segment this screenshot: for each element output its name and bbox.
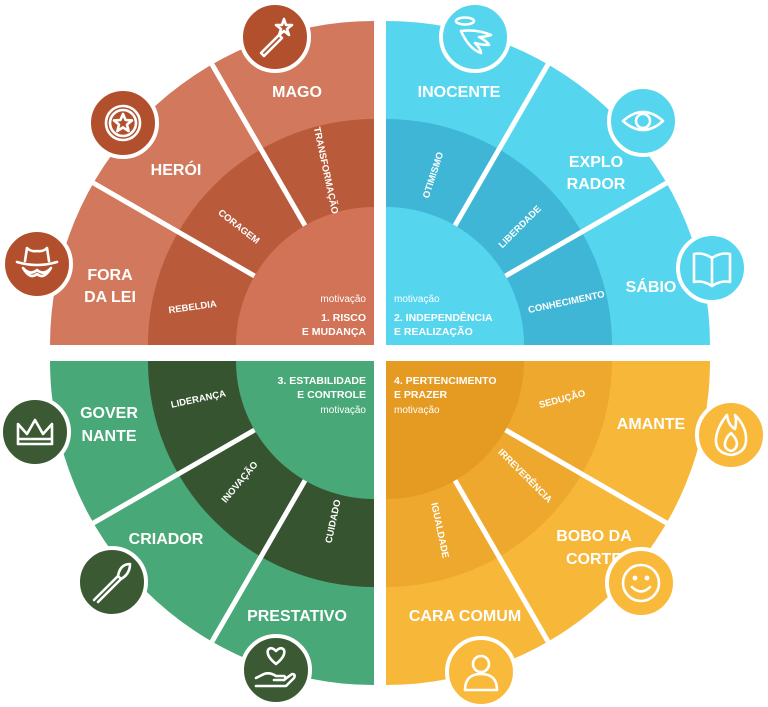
icon-badge — [240, 634, 312, 706]
smiley-icon — [605, 547, 677, 619]
star-shield-icon — [87, 87, 159, 159]
archetype-explorador-line2: RADOR — [567, 176, 626, 193]
icon-badge — [695, 399, 767, 471]
eye-icon — [607, 85, 679, 157]
archetype-criador: CRIADOR — [129, 531, 204, 548]
red-divider — [92, 180, 256, 279]
archetype-amante: AMANTE — [617, 416, 686, 433]
blue-divider — [452, 63, 551, 227]
q3-motivacao: motivação — [320, 405, 366, 416]
red-divider — [209, 63, 308, 227]
archetype-prestativo: PRESTATIVO — [247, 608, 347, 625]
heart-hand-icon — [240, 634, 312, 706]
archetype-sabio: SÁBIO — [626, 277, 677, 296]
q4-motivacao: motivação — [394, 405, 440, 416]
archetype-bobo-da-corte-line1: BOBO DA — [556, 528, 632, 545]
blue-divider — [504, 180, 668, 279]
icon-badge — [87, 87, 159, 159]
wheel-sectors — [50, 21, 710, 685]
quadrant-2-center: motivação 2. INDEPENDÊNCIA E REALIZAÇÃO — [394, 294, 493, 338]
archetype-mago: MAGO — [272, 84, 322, 101]
flame-icon — [695, 399, 767, 471]
green-center-disc — [236, 361, 374, 499]
archetype-bobo-da-corte-line2: CORTE — [566, 551, 622, 568]
wheel-dividers — [92, 63, 668, 643]
yellow-center-disc — [386, 361, 524, 499]
crown-icon — [0, 396, 71, 468]
icon-badge — [605, 547, 677, 619]
person-icon — [445, 636, 517, 707]
yellow-divider — [452, 479, 551, 643]
q2-motivacao: motivação — [394, 294, 440, 305]
archetype-cara-comum: CARA COMUM — [409, 608, 521, 625]
q1-title-line2: E MUDANÇA — [302, 326, 367, 338]
magic-wand-icon — [239, 1, 311, 73]
icon-badge — [239, 1, 311, 73]
open-book-icon — [676, 232, 748, 304]
quadrant-3-center: 3. ESTABILIDADE E CONTROLE motivação — [278, 375, 367, 416]
cowboy-hat-mustache-icon — [1, 228, 73, 300]
archetype-heroi: HERÓI — [151, 160, 202, 179]
archetype-inocente: INOCENTE — [418, 84, 501, 101]
quadrant-1-center: motivação 1. RISCO E MUDANÇA — [302, 294, 367, 338]
quadrant-4-center: 4. PERTENCIMENTO E PRAZER motivação — [394, 375, 497, 416]
angel-wing-icon — [439, 1, 511, 73]
icon-badge — [0, 396, 71, 468]
icon-badge — [439, 1, 511, 73]
q4-title-line2: E PRAZER — [394, 389, 448, 401]
blue-center-disc — [386, 207, 524, 345]
q3-title-line2: E CONTROLE — [297, 389, 366, 401]
archetype-explorador-line1: EXPLO — [569, 154, 623, 171]
q2-title-line1: 2. INDEPENDÊNCIA — [394, 311, 493, 324]
archetype-fora-da-lei-line1: FORA — [87, 267, 133, 284]
archetype-governante-line1: GOVER — [80, 405, 138, 422]
q3-title-line1: 3. ESTABILIDADE — [278, 375, 366, 387]
archetype-governante-line2: NANTE — [81, 428, 136, 445]
yellow-divider — [504, 427, 668, 526]
q2-title-line2: E REALIZAÇÃO — [394, 325, 473, 338]
paintbrush-icon — [76, 546, 148, 618]
green-divider — [92, 427, 256, 526]
green-divider — [209, 479, 308, 643]
icon-badge — [607, 85, 679, 157]
archetype-fora-da-lei-line2: DA LEI — [84, 289, 136, 306]
q1-title-line1: 1. RISCO — [321, 312, 366, 324]
red-center-disc — [236, 207, 374, 345]
q4-title-line1: 4. PERTENCIMENTO — [394, 375, 497, 387]
q1-motivacao: motivação — [320, 294, 366, 305]
